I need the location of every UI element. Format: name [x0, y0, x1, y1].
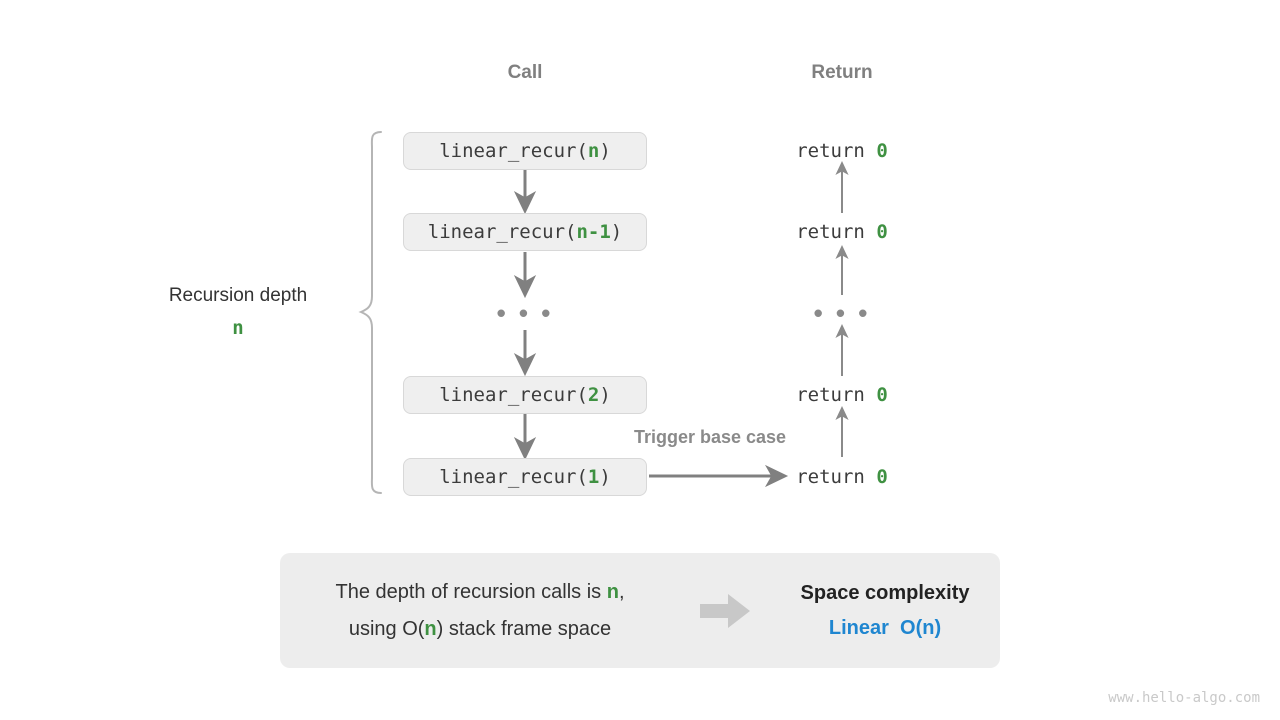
right-block-arrow-icon — [700, 593, 750, 628]
summary-line1-text-a: The depth of recursion calls is — [335, 580, 607, 603]
summary-line1-text-b: , — [618, 580, 625, 603]
call-frame-prefix: linear_recur( — [439, 140, 588, 162]
return-value: 0 — [876, 221, 888, 243]
return-keyword: return — [796, 466, 877, 488]
summary-line1-symbol: n — [606, 580, 619, 603]
call-frame-suffix: ) — [599, 466, 611, 488]
summary-title: Space complexity — [800, 581, 970, 604]
recursion-depth-value: n — [232, 317, 244, 339]
call-frame-suffix: ) — [610, 221, 623, 243]
summary-line2-text-a: using O( — [348, 617, 425, 640]
summary-line2-symbol: n — [424, 617, 437, 640]
column-header-return: Return — [811, 62, 873, 83]
summary-description: The depth of recursion calls is n, using… — [280, 574, 680, 648]
call-frame-arg: n-1 — [576, 221, 611, 243]
recursion-depth-label: Recursion depth — [168, 285, 308, 306]
summary-conclusion: Space complexity Linear O(n) — [770, 576, 1000, 646]
call-frame-prefix: linear_recur( — [427, 221, 577, 243]
column-header-call: Call — [507, 62, 543, 83]
summary-line-2: using O(n) stack frame space — [280, 611, 680, 648]
return-label: return 0 — [742, 221, 942, 243]
return-keyword: return — [796, 221, 877, 243]
summary-line-1: The depth of recursion calls is n, — [280, 574, 680, 611]
call-frame-arg: 2 — [587, 384, 600, 406]
return-label: return 0 — [742, 466, 942, 488]
summary-line2-text-b: ) stack frame space — [436, 617, 612, 640]
summary-arrow-slot — [680, 591, 770, 631]
call-frame-prefix: linear_recur( — [439, 466, 588, 488]
call-frame-prefix: linear_recur( — [439, 384, 588, 406]
call-frame-box[interactable]: linear_recur(n-1) — [403, 213, 647, 251]
call-ellipsis: • • • — [496, 298, 554, 328]
call-frame-suffix: ) — [599, 140, 611, 162]
return-keyword: return — [796, 140, 877, 162]
return-label: return 0 — [742, 384, 942, 406]
return-value: 0 — [876, 140, 888, 162]
recursion-depth-brace — [358, 131, 382, 494]
return-ellipsis: • • • — [813, 298, 871, 328]
return-value: 0 — [876, 466, 888, 488]
call-frame-box[interactable]: linear_recur(n) — [403, 132, 647, 170]
summary-value: Linear O(n) — [828, 616, 942, 639]
recursion-depth-annotation: Recursion depth n — [138, 285, 338, 339]
return-value: 0 — [876, 384, 888, 406]
watermark: www.hello-algo.com — [1108, 690, 1260, 706]
trigger-base-case-note: Trigger base case — [633, 427, 787, 447]
call-frame-box[interactable]: linear_recur(2) — [403, 376, 647, 414]
call-frame-arg: 1 — [587, 466, 600, 488]
call-frame-arg: n — [587, 140, 600, 162]
summary-panel: The depth of recursion calls is n, using… — [280, 553, 1000, 668]
return-keyword: return — [796, 384, 877, 406]
call-frame-box[interactable]: linear_recur(1) — [403, 458, 647, 496]
return-label: return 0 — [742, 140, 942, 162]
call-frame-suffix: ) — [599, 384, 611, 406]
